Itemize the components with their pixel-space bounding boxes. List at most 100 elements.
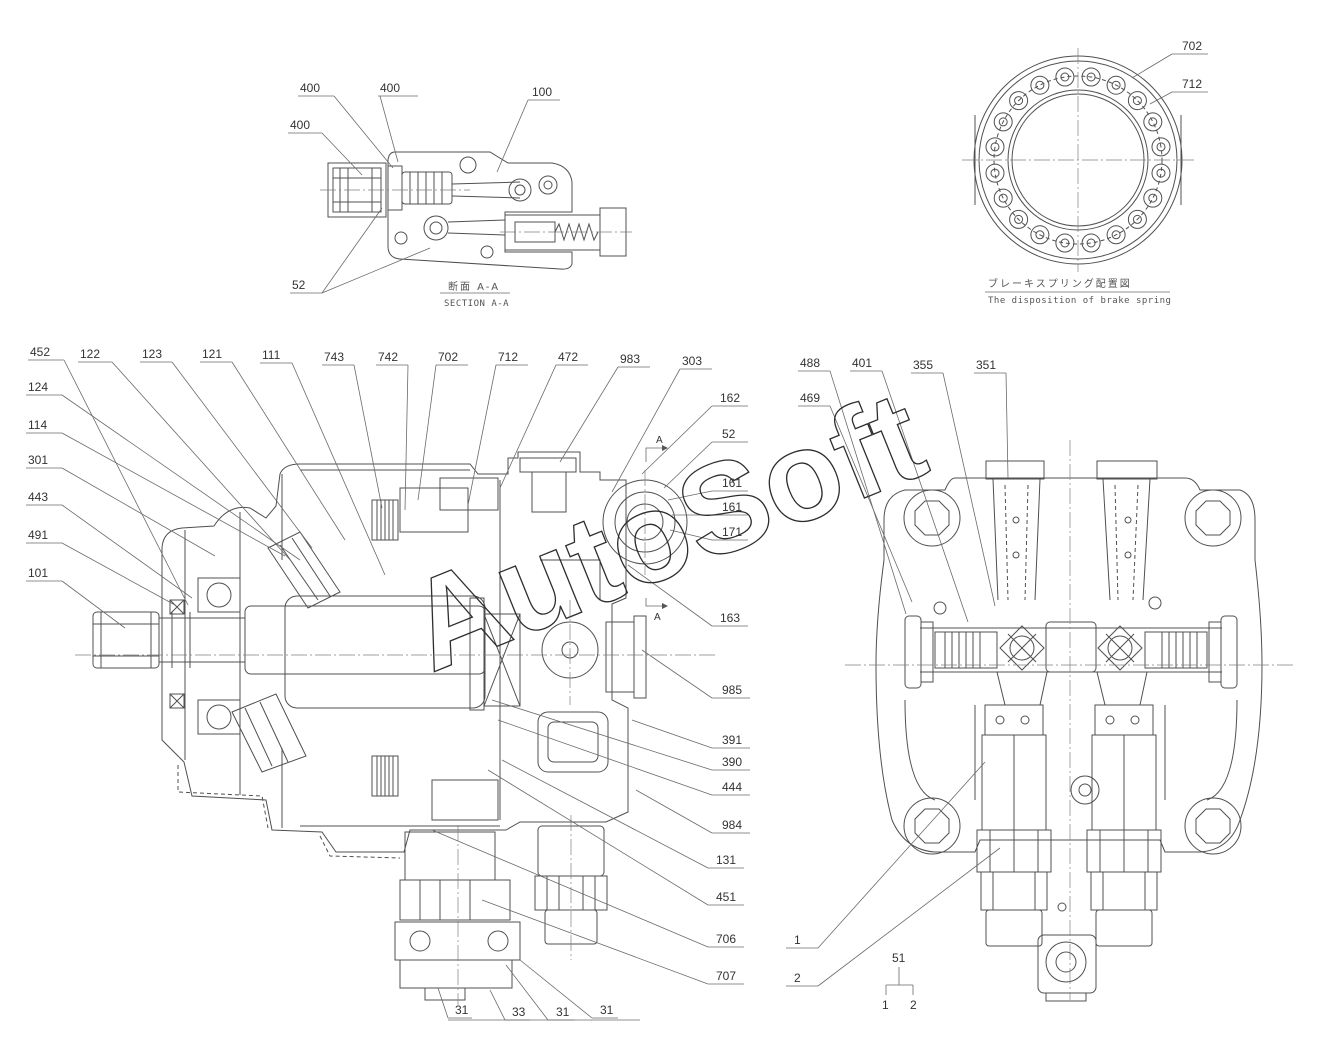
bearing-lower bbox=[197, 699, 241, 735]
side-view-label-2: 2 bbox=[794, 971, 801, 985]
main-view-leader-line bbox=[497, 719, 713, 796]
main-view-leader-line bbox=[61, 432, 286, 557]
main-view-label-707: 707 bbox=[716, 969, 736, 983]
brake-spring bbox=[1127, 209, 1147, 229]
brake-spring bbox=[993, 112, 1013, 132]
main-view-leader-line bbox=[61, 394, 301, 561]
hole-inner bbox=[429, 221, 443, 235]
main-view-leader-line bbox=[291, 362, 386, 576]
shaft-end-detail bbox=[93, 612, 159, 668]
main-view-leader-line bbox=[501, 759, 709, 869]
side-view-label-351: 351 bbox=[976, 358, 996, 372]
section-view-label-400: 400 bbox=[300, 81, 320, 95]
main-view-leader-line bbox=[499, 364, 557, 489]
bottom-valve bbox=[1037, 934, 1097, 1002]
main-view-label-391: 391 bbox=[722, 733, 742, 747]
assembly-child-label: 1 bbox=[882, 998, 889, 1012]
hole-inner bbox=[514, 184, 526, 196]
spool-bore bbox=[920, 627, 1222, 673]
main-view-label-984: 984 bbox=[722, 818, 742, 832]
brake-spring bbox=[1151, 137, 1171, 157]
end-cap-left bbox=[904, 615, 922, 689]
bearing-ball bbox=[206, 582, 232, 608]
main-view-leader-line bbox=[231, 361, 346, 541]
main-view-label-31: 31 bbox=[556, 1005, 570, 1019]
bolt-boss bbox=[903, 489, 961, 547]
brake-spring-core bbox=[1035, 230, 1045, 240]
main-view-label-443: 443 bbox=[28, 490, 48, 504]
port-passage bbox=[531, 471, 567, 513]
port-cap-left bbox=[985, 460, 1045, 480]
brake-title-en: The disposition of brake spring bbox=[988, 296, 1171, 306]
valve-plug bbox=[424, 987, 466, 1001]
main-view-label-452: 452 bbox=[30, 345, 50, 359]
brake-discs bbox=[376, 500, 394, 540]
main-view-leader-line bbox=[111, 361, 293, 563]
main-view-leader-line bbox=[519, 959, 593, 1019]
brake-view-label-712: 712 bbox=[1182, 77, 1202, 91]
brake-spring bbox=[1127, 91, 1147, 111]
side-view-leader-line bbox=[1005, 372, 1009, 479]
brake-spring bbox=[993, 188, 1013, 208]
brake-spring-seat-lower bbox=[431, 779, 499, 821]
brake-spring-core bbox=[1014, 96, 1024, 106]
bolt-boss bbox=[903, 797, 961, 855]
cartridge-left bbox=[976, 704, 1052, 947]
check-valve-left bbox=[999, 625, 1045, 671]
side-view-leader-line bbox=[829, 405, 913, 603]
side-view-label-1: 1 bbox=[794, 933, 801, 947]
main-view-leader-line bbox=[667, 490, 713, 501]
main-view-label-983: 983 bbox=[620, 352, 640, 366]
main-view-label-31: 31 bbox=[600, 1003, 614, 1017]
hole bbox=[423, 215, 449, 241]
side-view-label-355: 355 bbox=[913, 358, 933, 372]
end-cap-right bbox=[1220, 615, 1238, 689]
brake-spring-core bbox=[1111, 230, 1121, 240]
main-view-label-124: 124 bbox=[28, 380, 48, 394]
brake-spring-core bbox=[1156, 142, 1166, 152]
piston-detail bbox=[279, 537, 331, 601]
brake-spring-seat bbox=[439, 477, 499, 511]
side-view-label-488: 488 bbox=[800, 356, 820, 370]
passage-hole bbox=[1124, 551, 1132, 559]
main-view-label-52: 52 bbox=[722, 427, 736, 441]
section-view-label-400: 400 bbox=[290, 118, 310, 132]
passage-right bbox=[1102, 478, 1151, 601]
valve-body-plate bbox=[387, 151, 573, 270]
drain-port bbox=[1070, 775, 1100, 805]
shaft-neck-detail bbox=[171, 612, 191, 668]
brake-discs bbox=[376, 756, 394, 796]
main-view-leader-line bbox=[431, 829, 709, 948]
main-view-leader-line bbox=[489, 989, 506, 1021]
main-view-label-111: 111 bbox=[262, 348, 281, 362]
rod-lower bbox=[447, 219, 506, 236]
brake-spring-core bbox=[990, 142, 1000, 152]
drain-port-inner bbox=[1078, 783, 1092, 797]
brake-spring-core bbox=[998, 117, 1008, 127]
main-view-label-123: 123 bbox=[142, 347, 162, 361]
seal-cross bbox=[169, 693, 185, 709]
main-view-label-31: 31 bbox=[455, 1003, 469, 1017]
main-view-label-161: 161 bbox=[722, 476, 742, 490]
brake-spring-core bbox=[1035, 80, 1045, 90]
funnel-lines bbox=[996, 671, 1148, 706]
main-view-leader-line bbox=[61, 580, 126, 629]
section-view-leader-line bbox=[333, 95, 394, 169]
brake-spring bbox=[1143, 112, 1163, 132]
side-view-leader-line bbox=[881, 370, 969, 623]
main-view-label-33: 33 bbox=[512, 1005, 526, 1019]
main-view-label-472: 472 bbox=[558, 350, 578, 364]
check-valve-right bbox=[1097, 625, 1143, 671]
valve-section bbox=[399, 959, 513, 989]
side-housing bbox=[875, 477, 1263, 853]
main-view-label-163: 163 bbox=[720, 611, 740, 625]
main-view-leader-line bbox=[491, 699, 713, 771]
centerlines bbox=[75, 470, 715, 1005]
passage-right-hidden bbox=[1114, 484, 1139, 601]
main-view-label-390: 390 bbox=[722, 755, 742, 769]
valve-detail bbox=[419, 880, 471, 920]
oil-seal-lower bbox=[169, 693, 185, 709]
section-view-leader-line bbox=[496, 99, 529, 173]
